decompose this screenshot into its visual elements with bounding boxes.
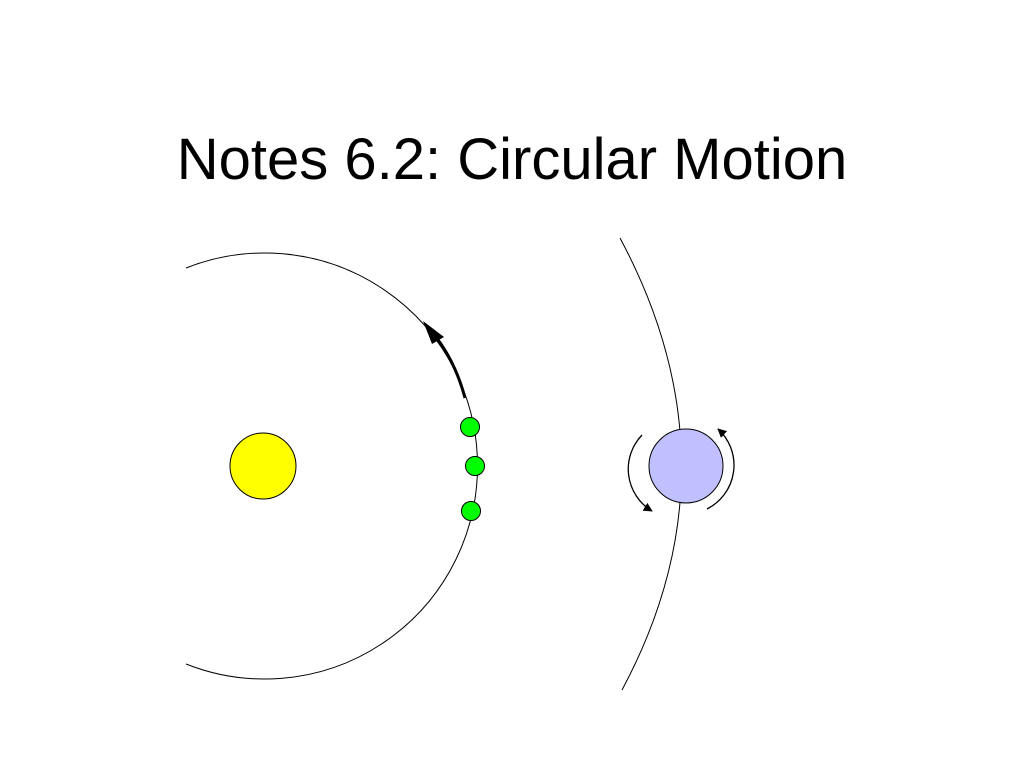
planet-position-3 [461, 501, 481, 521]
orbit-direction-arrow [430, 331, 467, 399]
rotation-arrow-left [627, 434, 653, 512]
sun-circle [229, 432, 297, 500]
planet-position-2 [465, 456, 485, 476]
right-rotation-panel [619, 237, 735, 691]
rotation-arrow-right [706, 428, 735, 510]
slide-title: Notes 6.2: Circular Motion [176, 127, 848, 192]
planet-position-1 [460, 417, 480, 437]
left-orbit-panel [185, 252, 485, 680]
moon-circle [648, 428, 724, 504]
orbit-arrowhead [423, 321, 444, 344]
